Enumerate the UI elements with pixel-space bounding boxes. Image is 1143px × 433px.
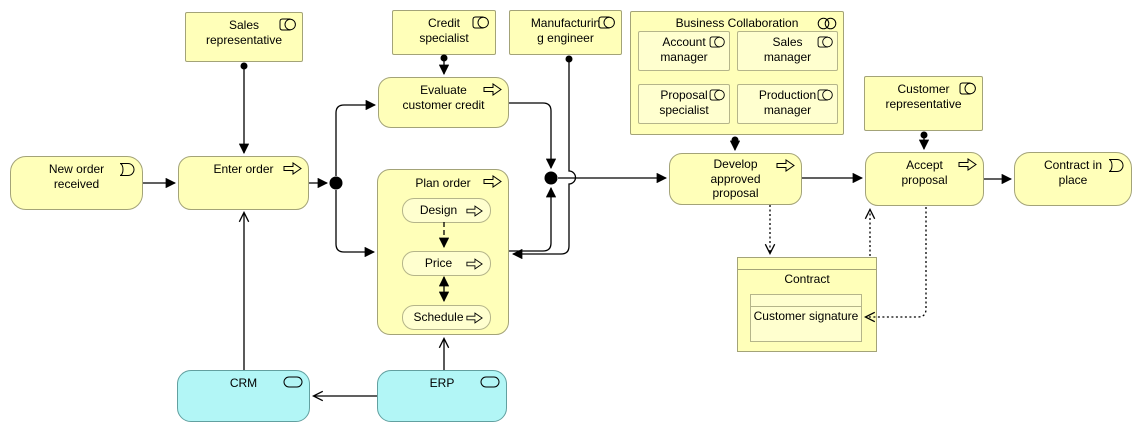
node-label: CRM: [229, 376, 258, 390]
node-label: Enter order: [213, 162, 274, 176]
node-manufacturing-engineer[interactable]: Manufacturin g engineer: [509, 10, 622, 55]
node-contract[interactable]: Contract Customer signature: [737, 257, 877, 352]
node-account-manager[interactable]: Account manager: [638, 31, 730, 71]
rel-junction1-to-plan-order[interactable]: [335, 190, 376, 258]
junction-2[interactable]: [544, 171, 558, 185]
node-develop-approved-proposal[interactable]: Develop approved proposal: [669, 153, 802, 205]
application-component-icon: [480, 376, 500, 388]
business-role-icon: [598, 16, 615, 29]
node-accept-proposal[interactable]: Accept proposal: [865, 152, 984, 206]
business-process-icon: [466, 312, 483, 324]
node-production-manager[interactable]: Production manager: [737, 84, 838, 124]
rel-manufacturing-engineer-assigned-plan-order[interactable]: [511, 62, 577, 260]
business-role-icon: [817, 89, 833, 101]
object-title-band: [738, 258, 876, 270]
rel-junction1-to-evaluate-credit[interactable]: [335, 99, 377, 176]
object-title-band: [751, 295, 861, 307]
node-label: Manufacturin g engineer: [530, 16, 601, 45]
business-role-icon: [709, 89, 725, 101]
node-sales-manager[interactable]: Sales manager: [737, 31, 838, 71]
node-label: Price: [424, 256, 453, 270]
assignment-dot: [731, 136, 739, 144]
node-label: Proposal specialist: [659, 88, 709, 117]
node-evaluate-customer-credit[interactable]: Evaluate customer credit: [378, 77, 509, 128]
business-role-icon: [709, 36, 725, 48]
node-label: Production manager: [758, 88, 817, 117]
node-sales-representative[interactable]: Sales representative: [185, 12, 303, 62]
node-label: New order received: [48, 162, 105, 191]
rel-evaluate-credit-to-junction2[interactable]: [509, 102, 557, 170]
node-design[interactable]: Design: [402, 198, 491, 223]
business-role-icon: [817, 36, 833, 48]
node-label: Business Collaboration: [675, 16, 799, 30]
node-label: ERP: [429, 376, 455, 390]
node-business-collaboration[interactable]: Business Collaboration Account manager S…: [630, 11, 844, 135]
business-role-icon: [279, 18, 296, 31]
business-process-icon: [466, 258, 483, 270]
node-new-order-received[interactable]: New order received: [10, 156, 143, 210]
business-process-icon: [283, 162, 302, 175]
node-schedule[interactable]: Schedule: [402, 305, 491, 330]
assignment-dot: [920, 131, 928, 139]
node-label: Develop approved proposal: [710, 157, 761, 201]
node-plan-order[interactable]: Plan order Design Price Schedule: [377, 169, 509, 335]
assignment-dot: [565, 55, 573, 63]
business-role-icon: [959, 82, 976, 95]
node-label: Credit specialist: [419, 16, 469, 45]
business-process-icon: [483, 175, 502, 188]
node-label: Customer representative: [885, 82, 962, 111]
node-label: Customer signature: [753, 309, 859, 323]
node-price[interactable]: Price: [402, 251, 491, 276]
junction-1[interactable]: [329, 176, 343, 190]
assignment-dot: [440, 54, 448, 62]
business-process-icon: [776, 159, 795, 172]
node-label: Account manager: [660, 35, 708, 64]
node-erp[interactable]: ERP: [377, 370, 507, 422]
business-event-icon: [119, 162, 136, 177]
node-label: Sales representative: [205, 18, 283, 47]
node-label: Contract in place: [1043, 158, 1103, 187]
node-proposal-specialist[interactable]: Proposal specialist: [638, 84, 730, 124]
node-label: Plan order: [415, 176, 471, 190]
business-process-icon: [466, 205, 483, 217]
node-label: Contract: [784, 272, 830, 286]
business-process-icon: [483, 83, 502, 96]
node-crm[interactable]: CRM: [177, 370, 310, 422]
business-process-icon: [958, 158, 977, 171]
node-label: Accept proposal: [901, 158, 948, 187]
node-credit-specialist[interactable]: Credit specialist: [392, 10, 496, 55]
node-label: Evaluate customer credit: [402, 83, 485, 112]
rel-plan-order-to-junction2[interactable]: [509, 186, 557, 252]
assignment-dot: [240, 62, 248, 70]
node-customer-representative[interactable]: Customer representative: [864, 76, 983, 131]
business-event-icon: [1108, 158, 1125, 173]
node-enter-order[interactable]: Enter order: [178, 156, 309, 210]
node-label: Sales manager: [763, 35, 812, 64]
business-role-icon: [472, 16, 489, 29]
application-component-icon: [283, 376, 303, 388]
node-customer-signature[interactable]: Customer signature: [750, 294, 862, 342]
node-contract-in-place[interactable]: Contract in place: [1014, 152, 1132, 206]
node-label: Schedule: [413, 310, 464, 324]
business-collaboration-icon: [817, 17, 837, 30]
node-label: Design: [419, 203, 458, 217]
